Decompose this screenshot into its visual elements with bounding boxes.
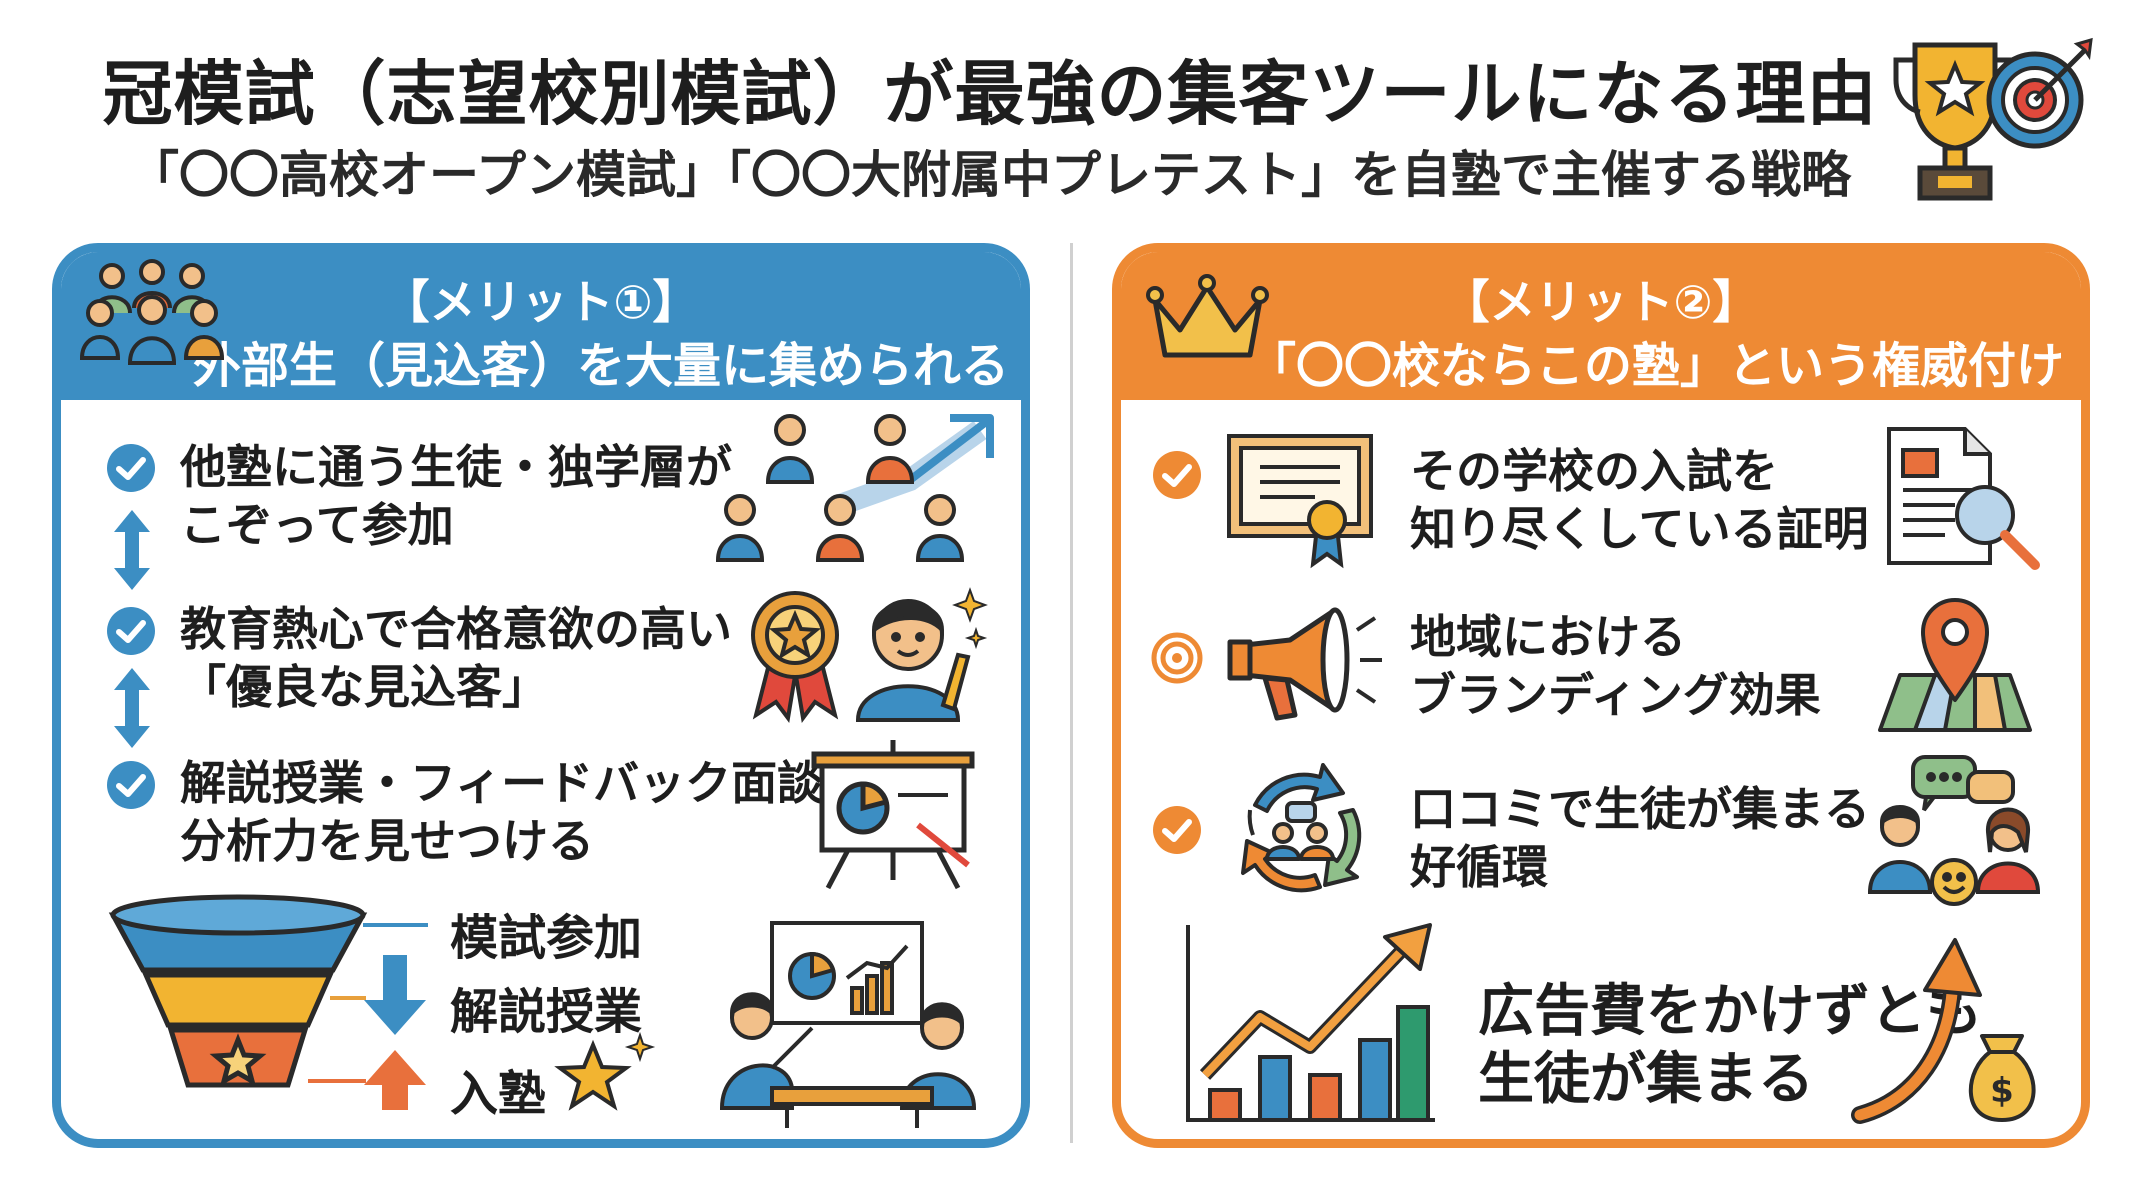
right-bottom-text: 広告費をかけずとも 生徒が集まる bbox=[1478, 978, 1982, 1114]
people-group-icon bbox=[79, 259, 225, 365]
right-item-3-line2: 好循環 bbox=[1410, 840, 1548, 894]
curved-arrow-icon bbox=[1851, 938, 1982, 1124]
check-icon bbox=[107, 761, 155, 809]
trophy-icon bbox=[1893, 42, 2017, 201]
left-item-1: 他塾に通う生徒・独学層が こぞって参加 bbox=[180, 438, 732, 554]
meeting-icon bbox=[719, 921, 977, 1128]
certificate-icon bbox=[1227, 434, 1373, 569]
right-panel-header: 【メリット②】 「〇〇校ならこの塾」という権威付け bbox=[1121, 252, 2081, 400]
check-icon bbox=[1153, 806, 1201, 854]
funnel-step-2: 解説授業 bbox=[450, 984, 643, 1040]
funnel-step-3: 入塾 bbox=[450, 1066, 547, 1122]
right-item-3: 口コミで生徒が集まる 好循環 bbox=[1410, 780, 1870, 896]
target-small-icon bbox=[1151, 632, 1203, 684]
up-down-arrow-icon bbox=[114, 510, 150, 590]
right-item-2: 地域における ブランディング効果 bbox=[1410, 608, 1821, 724]
left-item-2-line1: 教育熱心で合格意欲の高い bbox=[180, 602, 732, 656]
left-heading-merit: 【メリット①】 bbox=[383, 275, 699, 329]
document-search-icon bbox=[1887, 427, 2040, 570]
target-icon bbox=[1986, 37, 2093, 149]
chat-people-icon bbox=[1867, 755, 2041, 906]
medal-icon bbox=[751, 591, 839, 723]
check-icon bbox=[107, 607, 155, 655]
left-item-1-line1: 他塾に通う生徒・独学層が bbox=[180, 440, 732, 494]
student-icon bbox=[855, 587, 988, 722]
right-heading-merit: 【メリット②】 bbox=[1443, 275, 1759, 329]
left-item-3-line2: 分析力を見せつける bbox=[180, 814, 594, 868]
check-icon bbox=[1153, 451, 1201, 499]
right-item-2-line1: 地域における bbox=[1410, 610, 1686, 664]
page-title: 冠模試（志望校別模試）が最強の集客ツールになる理由 bbox=[102, 53, 1878, 135]
left-item-3-line1: 解説授業・フィードバック面談で bbox=[180, 756, 870, 810]
funnel-icon bbox=[108, 894, 428, 1110]
left-item-1-line2: こぞって参加 bbox=[180, 498, 454, 552]
right-item-3-line1: 口コミで生徒が集まる bbox=[1410, 782, 1870, 836]
left-item-2: 教育熱心で合格意欲の高い 「優良な見込客」 bbox=[180, 600, 732, 716]
left-item-2-line2: 「優良な見込客」 bbox=[180, 660, 548, 714]
presentation-board-icon bbox=[811, 740, 975, 890]
funnel-step-1: 模試参加 bbox=[450, 910, 643, 966]
svg-text:$: $ bbox=[1990, 1071, 2014, 1111]
star-icon bbox=[554, 1031, 656, 1111]
center-divider bbox=[1070, 243, 1073, 1143]
right-bottom-line2: 生徒が集まる bbox=[1478, 1047, 1814, 1112]
cycle-icon bbox=[1241, 763, 1362, 893]
money-bag-icon: $ bbox=[1968, 1034, 2036, 1122]
right-item-1-line2: 知り尽くしている証明 bbox=[1410, 502, 1869, 556]
left-panel-header: 【メリット①】 外部生（見込客）を大量に集められる bbox=[61, 252, 1021, 400]
left-item-3: 解説授業・フィードバック面談で 分析力を見せつける bbox=[180, 754, 869, 870]
growth-chart-icon bbox=[1186, 923, 1435, 1122]
check-icon bbox=[107, 444, 155, 492]
right-bottom-line1: 広告費をかけずとも bbox=[1478, 979, 1982, 1044]
up-down-arrow-icon bbox=[114, 668, 150, 748]
right-item-2-line2: ブランディング効果 bbox=[1410, 668, 1821, 722]
right-item-1: その学校の入試を 知り尽くしている証明 bbox=[1410, 442, 1869, 558]
page-subtitle: 「〇〇高校オープン模試」「〇〇大附属中プレテスト」を自塾で主催する戦略 bbox=[129, 146, 1851, 204]
map-pin-icon bbox=[1878, 598, 2032, 732]
students-arrow-icon bbox=[715, 414, 994, 562]
crown-icon bbox=[1146, 274, 1269, 358]
megaphone-icon bbox=[1227, 607, 1382, 721]
left-heading-title: 外部生（見込客）を大量に集められる bbox=[192, 338, 1009, 394]
right-item-1-line1: その学校の入試を bbox=[1410, 444, 1778, 498]
right-heading-title: 「〇〇校ならこの塾」という権威付け bbox=[1247, 338, 2064, 394]
left-panel: 【メリット①】 外部生（見込客）を大量に集められる bbox=[52, 243, 1030, 1148]
